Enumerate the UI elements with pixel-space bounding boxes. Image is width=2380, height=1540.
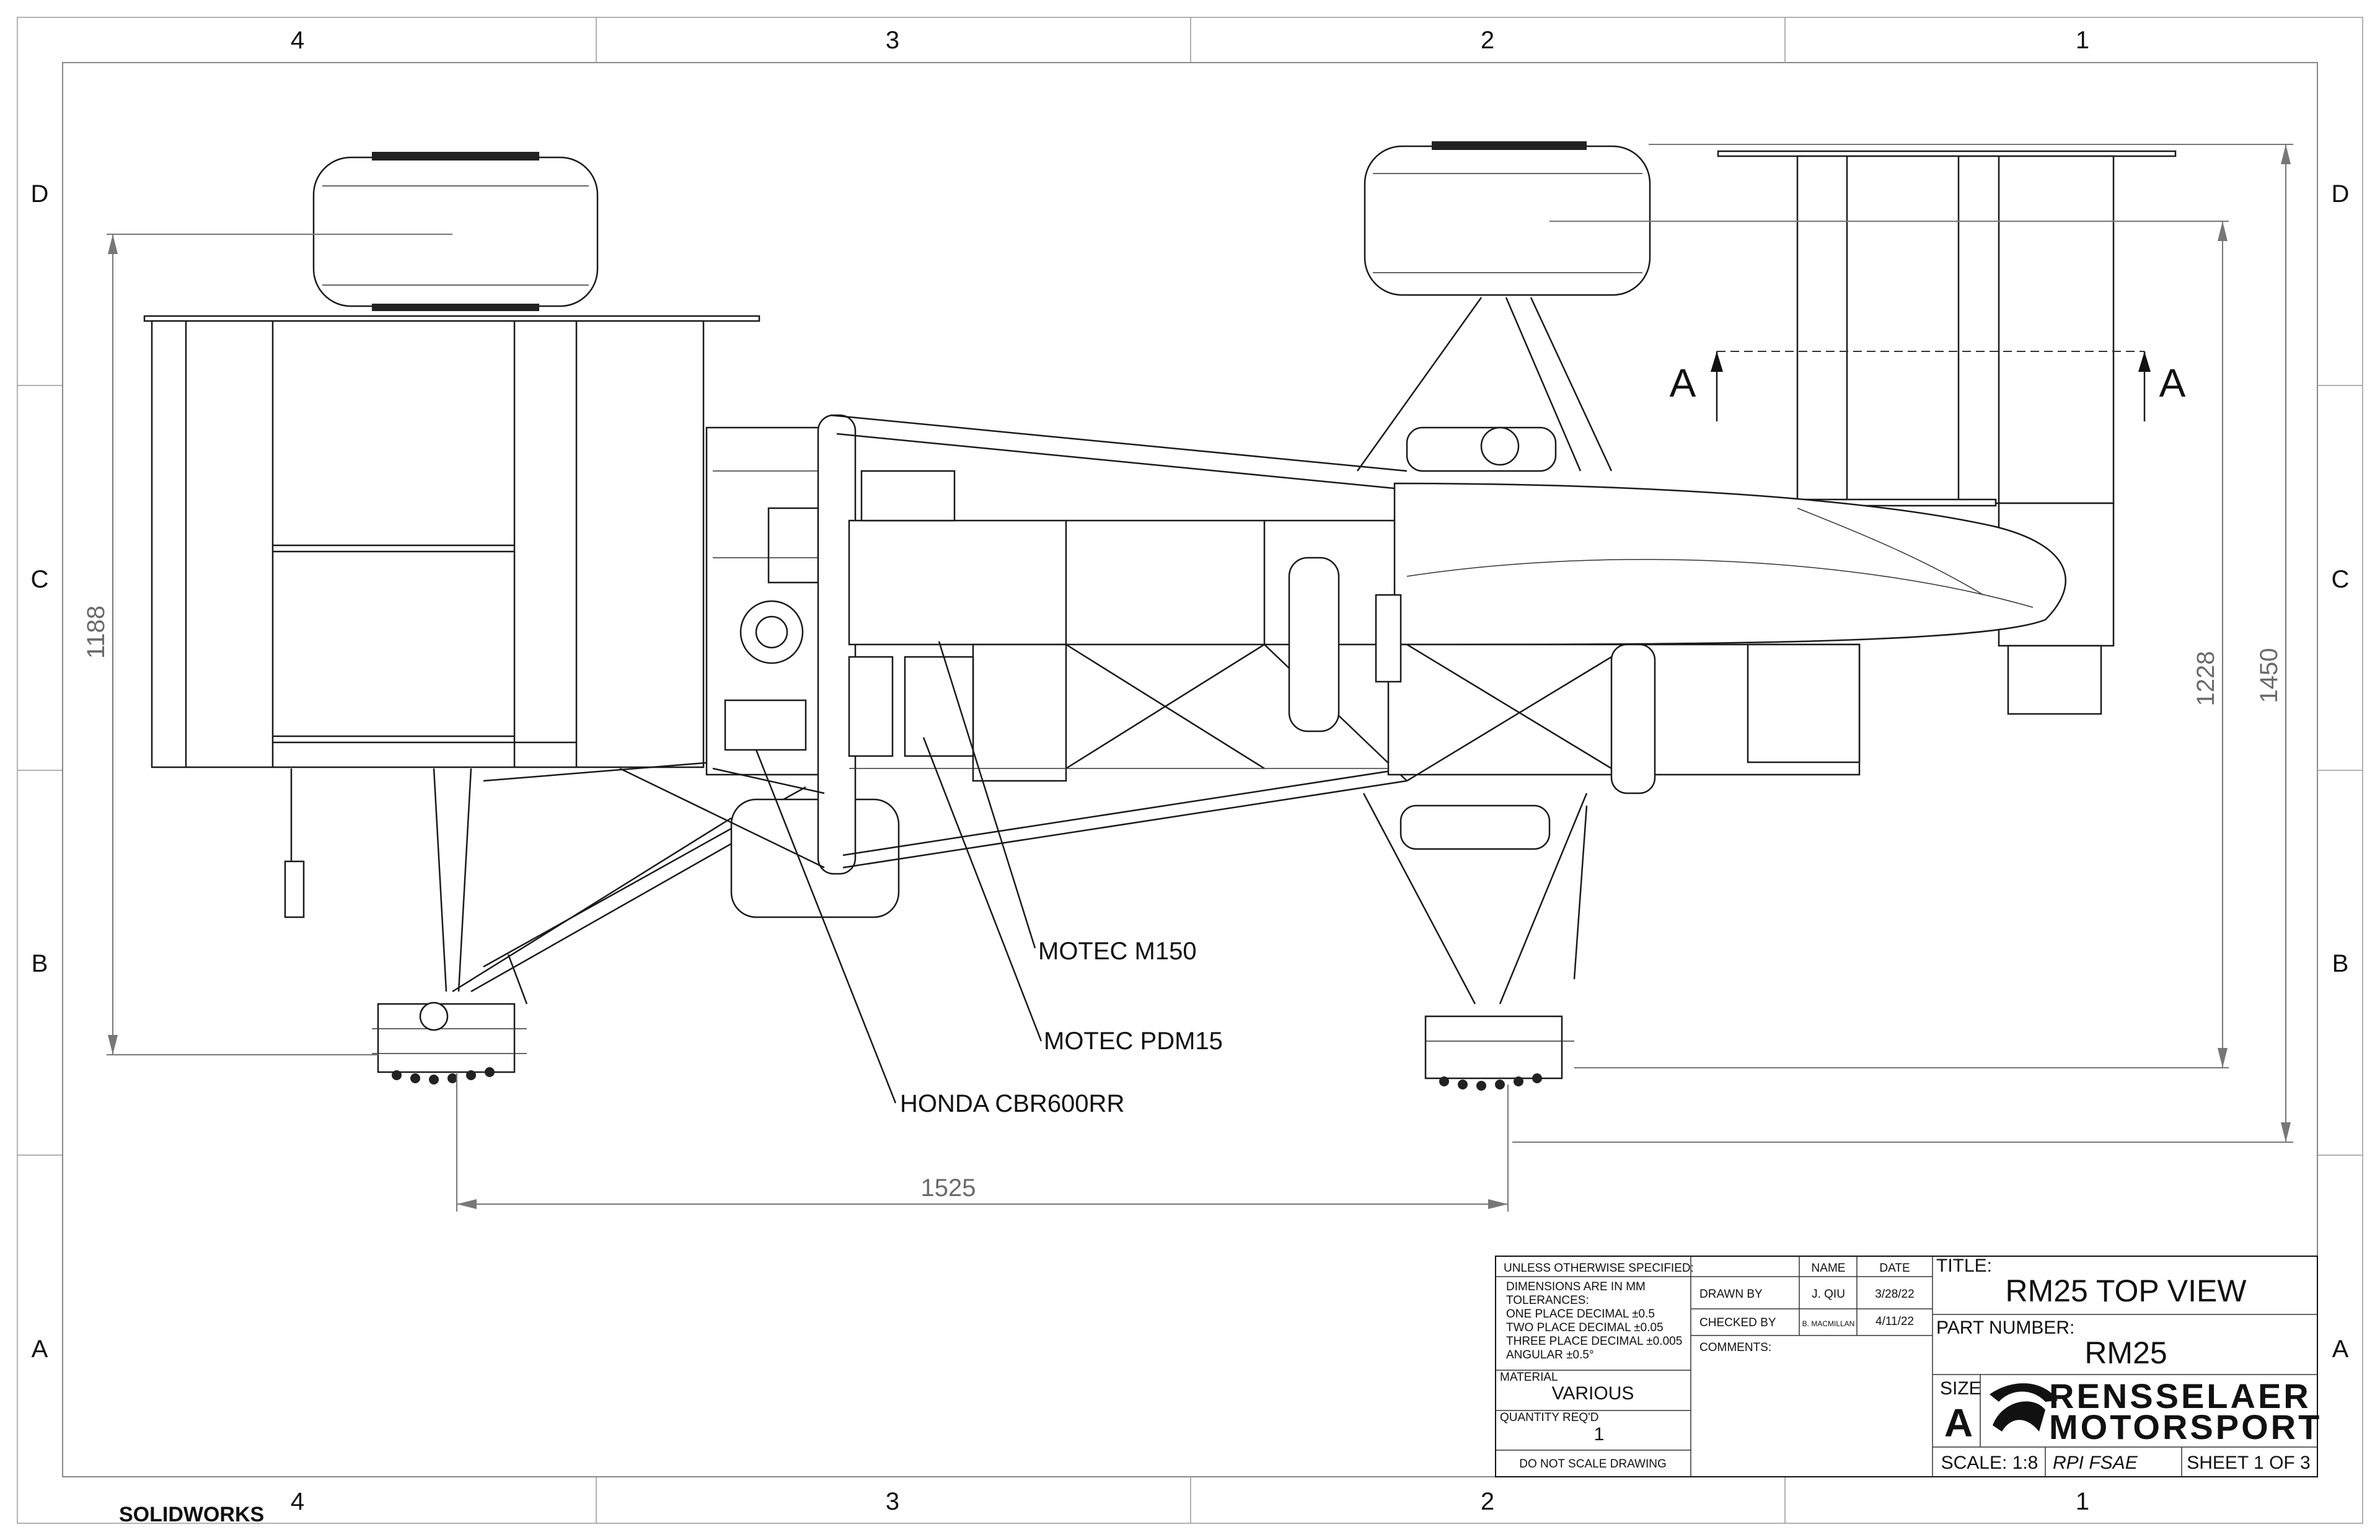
title-block: UNLESS OTHERWISE SPECIFIED: DIMENSIONS A… (1495, 1256, 2322, 1477)
front-bay (1288, 557, 1861, 794)
drawn-by-name: J. QIU (1812, 1288, 1845, 1301)
zone-row-left-B: B (32, 950, 48, 977)
zone-col-bottom-2: 2 (1481, 1488, 1494, 1515)
callout-motec-m150: MOTEC M150 (938, 641, 1197, 965)
dimension-front-track: 1228 (1549, 221, 2229, 1068)
zone-col-top-2: 2 (1481, 27, 1494, 54)
tolerance-line-4: TWO PLACE DECIMAL ±0.05 (1506, 1321, 1664, 1334)
tolerance-line-6: ANGULAR ±0.5° (1506, 1349, 1594, 1362)
zone-row-right-A: A (2332, 1335, 2349, 1363)
quantity-value: 1 (1594, 1424, 1605, 1445)
zone-col-bottom-1: 1 (2076, 1488, 2089, 1515)
callout-motec-pdm15-label: MOTEC PDM15 (1044, 1027, 1223, 1055)
tolerance-line-5: THREE PLACE DECIMAL ±0.005 (1506, 1335, 1682, 1348)
dimension-overall-width-value: 1450 (2255, 648, 2283, 703)
org-value: RPI FSAE (2053, 1453, 2138, 1473)
dimension-overall-width: 1450 (1512, 144, 2293, 1143)
inner-border (62, 62, 2318, 1477)
engine-bay (705, 426, 900, 918)
software-label: SOLIDWORKS (119, 1503, 264, 1526)
material-value: VARIOUS (1552, 1383, 1634, 1404)
do-not-scale: DO NOT SCALE DRAWING (1519, 1458, 1667, 1471)
rear-wing (143, 315, 760, 768)
front-suspension-top (1356, 297, 1613, 472)
tolerance-line-3: ONE PLACE DECIMAL ±0.5 (1506, 1308, 1655, 1321)
callout-motec-m150-label: MOTEC M150 (1038, 938, 1197, 965)
brand-line-1: RENSSELAER (2049, 1376, 2311, 1415)
material-label: MATERIAL (1500, 1371, 1558, 1384)
zone-row-right-C: C (2332, 566, 2350, 593)
zone-ticks (17, 17, 2363, 1523)
dimension-rear-track-value: 1188 (82, 605, 110, 659)
part-number-label: PART NUMBER: (1936, 1318, 2074, 1338)
drawn-by-date: 3/28/22 (1875, 1288, 1914, 1301)
zone-col-top-1: 1 (2076, 27, 2089, 54)
title-value: RM25 TOP VIEW (2005, 1274, 2247, 1308)
section-label-right: A (2159, 361, 2186, 405)
callout-honda-cbr600rr: HONDA CBR600RR (755, 749, 1124, 1117)
dimension-wheelbase-value: 1525 (921, 1174, 976, 1202)
callout-motec-pdm15: MOTEC PDM15 (922, 737, 1223, 1055)
date-header: DATE (1879, 1262, 1910, 1275)
front-wheel-top (1364, 141, 1651, 296)
zone-row-left-C: C (31, 566, 49, 593)
zone-row-left-D: D (31, 180, 49, 208)
tolerance-line-2: TOLERANCES: (1506, 1294, 1589, 1307)
brand-line-2: MOTORSPORT (2049, 1407, 2322, 1446)
size-label: SIZE (1940, 1378, 1981, 1399)
checked-by-name: B. MACMILLAN (1802, 1319, 1855, 1328)
dimension-wheelbase: 1525 (456, 1072, 1509, 1212)
rear-suspension (284, 761, 806, 1085)
name-header: NAME (1812, 1262, 1846, 1275)
sheet-value: SHEET 1 OF 3 (2187, 1453, 2311, 1473)
rear-wheel-top (312, 152, 599, 311)
checked-by-label: CHECKED BY (1699, 1316, 1776, 1329)
part-number-value: RM25 (2084, 1335, 2167, 1370)
callout-honda-cbr600rr-label: HONDA CBR600RR (900, 1090, 1124, 1117)
car-top-view (143, 141, 2177, 1091)
zone-row-left-A: A (32, 1335, 48, 1363)
tolerance-line-1: DIMENSIONS ARE IN MM (1506, 1280, 1646, 1293)
size-value: A (1944, 1401, 1973, 1445)
section-line: A A (1670, 351, 2186, 421)
comments-label: COMMENTS: (1699, 1341, 1771, 1354)
nosecone (1393, 482, 2067, 646)
dimension-rear-track: 1188 (82, 234, 452, 1055)
section-label-left: A (1670, 361, 1696, 405)
title-label: TITLE: (1936, 1256, 1992, 1276)
front-wing (1717, 150, 2177, 715)
zone-row-right-B: B (2332, 950, 2349, 977)
quantity-label: QUANTITY REQ'D (1500, 1411, 1599, 1424)
checked-by-date: 4/11/22 (1875, 1315, 1914, 1328)
zone-col-top-4: 4 (291, 27, 304, 54)
drawn-by-label: DRAWN BY (1699, 1288, 1763, 1301)
zone-col-top-3: 3 (886, 27, 899, 54)
scale-value: SCALE: 1:8 (1941, 1453, 2038, 1473)
tolerance-header: UNLESS OTHERWISE SPECIFIED: (1504, 1262, 1694, 1275)
zone-col-bottom-4: 4 (291, 1488, 304, 1515)
front-suspension-bottom (1362, 793, 1588, 1091)
rensselaer-motorsport-logo: RENSSELAER MOTORSPORT (1990, 1376, 2322, 1446)
zone-row-right-D: D (2332, 180, 2350, 208)
dimension-front-track-value: 1228 (2192, 651, 2219, 706)
zone-col-bottom-3: 3 (886, 1488, 899, 1515)
